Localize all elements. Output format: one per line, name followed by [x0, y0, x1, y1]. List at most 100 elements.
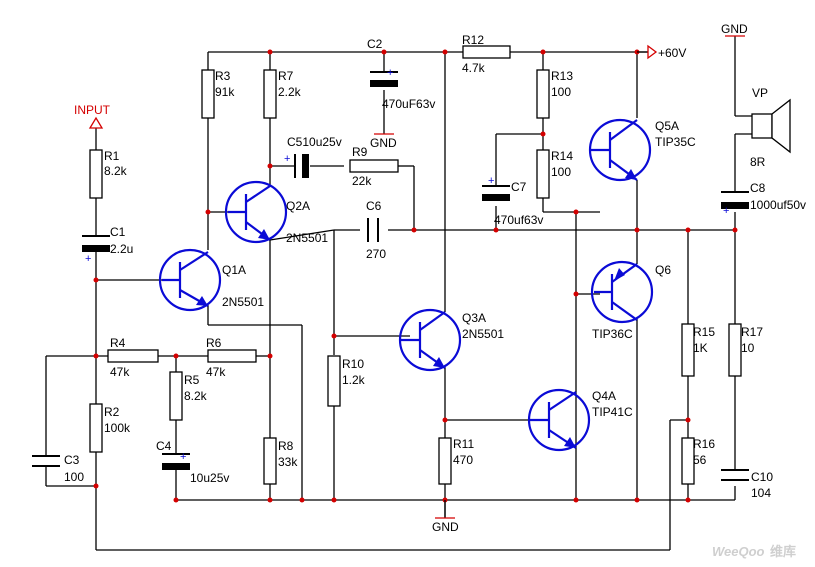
svg-text:INPUT: INPUT [74, 103, 111, 117]
resistor-r10: R10 1.2k [327, 355, 366, 407]
transistor-q6: Q6 TIP36C [590, 260, 671, 341]
transistor-q4a: Q4A TIP41C [527, 388, 633, 452]
svg-text:1K: 1K [693, 341, 708, 355]
svg-text:1.2k: 1.2k [342, 373, 366, 387]
watermark-logo: WeeQoo 维库 [712, 544, 796, 559]
svg-text:+: + [284, 153, 290, 165]
svg-text:33k: 33k [278, 455, 298, 469]
svg-text:270: 270 [366, 247, 386, 261]
transistor-q5a: Q5A TIP35C [588, 118, 696, 182]
svg-text:Q1A: Q1A [222, 263, 246, 277]
svg-text:56: 56 [693, 453, 707, 467]
capacitor-c7: + C7 470uf63v [482, 175, 543, 227]
svg-text:R7: R7 [278, 69, 294, 83]
svg-text:GND: GND [721, 22, 748, 36]
svg-text:C10: C10 [751, 470, 773, 484]
svg-text:TIP41C: TIP41C [592, 405, 633, 419]
svg-text:Q2A: Q2A [286, 199, 310, 213]
svg-text:R17: R17 [741, 325, 763, 339]
resistor-r9: R9 22k [349, 145, 399, 188]
svg-text:+60V: +60V [658, 46, 686, 60]
svg-text:R6: R6 [206, 336, 222, 350]
svg-text:C3: C3 [64, 453, 80, 467]
svg-text:104: 104 [751, 486, 771, 500]
svg-text:TIP36C: TIP36C [592, 327, 633, 341]
capacitor-c4: + C4 10u25v [156, 439, 229, 485]
svg-text:Q5A: Q5A [655, 119, 679, 133]
svg-text:470uF63v: 470uF63v [382, 97, 435, 111]
svg-text:8R: 8R [750, 155, 766, 169]
supply-terminal: +60V [637, 44, 686, 60]
capacitor-c10: C10 104 [721, 469, 773, 500]
resistor-r17: R17 10 [728, 323, 763, 377]
svg-text:GND: GND [370, 136, 397, 150]
svg-text:R8: R8 [278, 439, 294, 453]
svg-text:+: + [723, 205, 729, 217]
ground-symbol-bottom: GND [432, 500, 459, 534]
svg-text:R15: R15 [693, 325, 715, 339]
resistor-r7: R7 2.2k [263, 69, 302, 119]
resistor-r15: R15 1K [681, 323, 715, 377]
speaker-vp: VP 8R [750, 86, 791, 169]
svg-text:47k: 47k [206, 365, 226, 379]
svg-text:+: + [488, 175, 494, 187]
svg-text:R16: R16 [693, 437, 715, 451]
svg-text:2N5501: 2N5501 [462, 327, 504, 341]
capacitor-c2: + C2 470uF63v [367, 37, 435, 111]
svg-text:91k: 91k [215, 85, 235, 99]
wires [45, 36, 752, 551]
resistor-r13: R13 100 [536, 69, 573, 119]
svg-text:2N5501: 2N5501 [222, 295, 264, 309]
svg-text:VP: VP [752, 86, 768, 100]
svg-text:2.2k: 2.2k [278, 85, 302, 99]
svg-text:100: 100 [64, 470, 84, 484]
svg-text:C6: C6 [366, 199, 382, 213]
svg-text:R10: R10 [342, 357, 364, 371]
svg-text:R1: R1 [104, 149, 120, 163]
svg-text:10u25v: 10u25v [190, 471, 229, 485]
svg-text:R3: R3 [215, 69, 231, 83]
svg-text:1000uf50v: 1000uf50v [750, 198, 806, 212]
resistor-r2: R2 100k [89, 403, 131, 453]
svg-text:100: 100 [551, 165, 571, 179]
svg-text:R9: R9 [352, 145, 368, 159]
svg-text:470uf63v: 470uf63v [494, 213, 543, 227]
svg-text:8.2k: 8.2k [184, 389, 208, 403]
svg-text:4.7k: 4.7k [462, 61, 486, 75]
svg-text:GND: GND [432, 520, 459, 534]
resistor-r1: R1 8.2k [89, 149, 128, 199]
svg-text:C1: C1 [110, 225, 126, 239]
svg-text:+: + [180, 451, 186, 463]
capacitor-c5: + C510u25v [284, 135, 342, 178]
svg-text:R13: R13 [551, 69, 573, 83]
svg-text:R14: R14 [551, 149, 573, 163]
resistor-r4: R4 47k [107, 336, 159, 379]
svg-text:2.2u: 2.2u [110, 242, 133, 256]
svg-text:TIP35C: TIP35C [655, 135, 696, 149]
transistor-q1a: Q1A 2N5501 [158, 248, 264, 312]
svg-text:+: + [387, 67, 393, 79]
svg-text:C8: C8 [750, 181, 766, 195]
svg-text:8.2k: 8.2k [104, 164, 128, 178]
svg-text:C7: C7 [511, 180, 527, 194]
capacitor-c3: C3 100 [32, 453, 84, 484]
svg-text:维库: 维库 [770, 544, 796, 559]
svg-text:R2: R2 [104, 405, 120, 419]
svg-text:+: + [85, 253, 91, 265]
svg-text:R12: R12 [462, 33, 484, 47]
svg-text:22k: 22k [352, 174, 372, 188]
capacitor-c1: + C1 2.2u [82, 225, 133, 265]
svg-text:470: 470 [453, 453, 473, 467]
resistor-r8: R8 33k [263, 437, 298, 485]
svg-text:Q6: Q6 [655, 263, 671, 277]
svg-text:C510u25v: C510u25v [287, 135, 342, 149]
svg-text:47k: 47k [110, 365, 130, 379]
resistor-r12: R12 4.7k [462, 33, 511, 75]
svg-text:Q3A: Q3A [462, 311, 486, 325]
svg-text:100: 100 [551, 85, 571, 99]
svg-text:R11: R11 [453, 437, 474, 451]
capacitor-c6: C6 270 [366, 199, 386, 261]
resistor-r11: R11 470 [438, 437, 474, 485]
svg-text:Q4A: Q4A [592, 389, 616, 403]
ground-symbol-c2: GND [370, 133, 397, 150]
